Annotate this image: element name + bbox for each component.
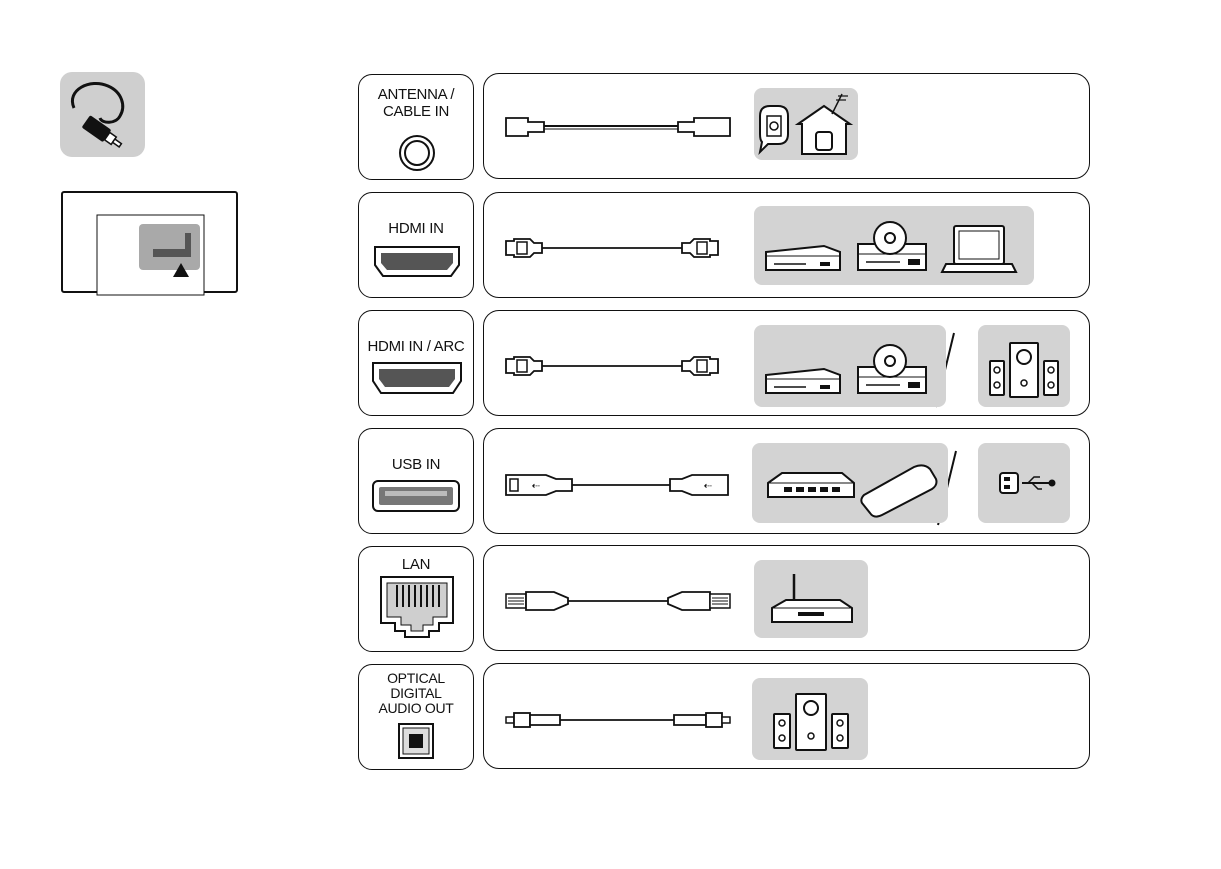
hdmi-port-icon bbox=[359, 193, 475, 299]
device-group-hdmi bbox=[754, 206, 1034, 285]
port-antenna: ANTENNA / CABLE IN bbox=[358, 74, 474, 180]
device-group-usb bbox=[752, 443, 948, 523]
speaker-system-icon bbox=[752, 678, 868, 760]
connection-antenna bbox=[483, 73, 1090, 179]
connection-hdmi-arc bbox=[483, 310, 1090, 416]
connection-usb: ⇠ ⇠ bbox=[483, 428, 1090, 534]
usb-stick-icon bbox=[978, 443, 1070, 523]
hdmi-port-icon bbox=[359, 311, 475, 417]
router-icon bbox=[754, 560, 868, 638]
coax-port-icon bbox=[359, 75, 475, 181]
optical-port-icon bbox=[359, 665, 475, 771]
ethernet-port-icon bbox=[359, 547, 475, 653]
antenna-house-icon bbox=[754, 88, 858, 160]
speaker-system-icon bbox=[978, 325, 1070, 407]
port-optical: OPTICAL DIGITAL AUDIO OUT bbox=[358, 664, 474, 770]
device-group-hdmi-arc bbox=[754, 325, 946, 407]
cable-icon bbox=[60, 72, 145, 157]
connection-optical bbox=[483, 663, 1090, 769]
port-hdmi-arc: HDMI IN / ARC bbox=[358, 310, 474, 416]
port-lan: LAN bbox=[358, 546, 474, 652]
connection-lan bbox=[483, 545, 1090, 651]
dvd-player-icon bbox=[754, 325, 946, 407]
set-top-box-icon bbox=[754, 206, 1034, 285]
external-hdd-icon bbox=[752, 443, 948, 523]
svg-text:⇠: ⇠ bbox=[704, 481, 713, 492]
svg-text:⇠: ⇠ bbox=[532, 481, 541, 492]
port-location-icon bbox=[61, 191, 238, 293]
port-hdmi: HDMI IN bbox=[358, 192, 474, 298]
usb-port-icon bbox=[359, 429, 475, 535]
port-usb: USB IN bbox=[358, 428, 474, 534]
connection-hdmi bbox=[483, 192, 1090, 298]
